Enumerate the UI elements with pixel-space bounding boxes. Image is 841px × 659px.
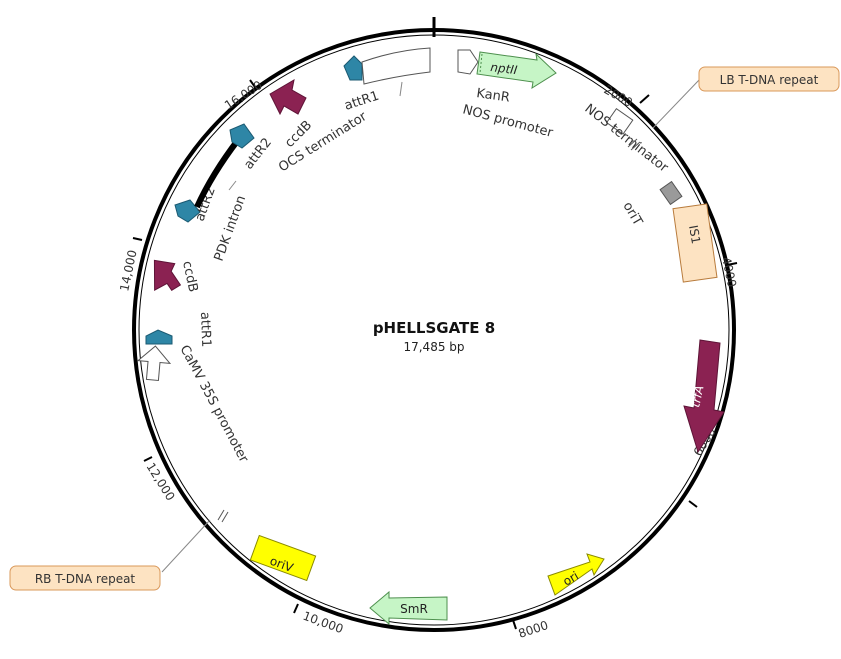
kanR-label: KanR: [475, 86, 510, 106]
tick-12000: [143, 456, 153, 462]
SmR-label: SmR: [400, 602, 428, 616]
tick-14000: [132, 237, 143, 241]
pdk-intron-leader: [228, 180, 237, 191]
ori-label: ori: [561, 569, 582, 589]
lb-callout-label: LB T-DNA repeat: [720, 73, 819, 87]
SmR-arrow: [369, 590, 448, 626]
rb-callout-label: RB T-DNA repeat: [35, 572, 136, 586]
attR2-lower-arrow: [174, 199, 201, 223]
ocs-terminator-box: [361, 47, 431, 85]
ori-arrow: [547, 553, 605, 596]
map-title: pHELLSGATE 8: [373, 319, 495, 337]
rb-callout-box: [9, 565, 161, 591]
tick-4000: [726, 262, 738, 266]
trfA-label: trfA: [688, 384, 706, 409]
ocs-terminator-leader: [399, 81, 403, 97]
tick-label-2000: 2000: [602, 82, 635, 109]
tick-6000: [688, 500, 698, 508]
tick-8000: [512, 619, 517, 630]
tick-label-4000: 4000: [719, 256, 739, 289]
ccdB-top-arrow: [269, 79, 307, 116]
pdk-intron-label: PDK intron: [212, 194, 250, 264]
trfA-arrow: [683, 339, 725, 454]
oriT-box: [659, 180, 683, 206]
tick-10000: [293, 603, 299, 614]
nos-terminator-box: [605, 108, 634, 135]
camv-promoter-label: CaMV 35S promoter: [176, 343, 251, 466]
lb-repeat-marker: [627, 138, 641, 151]
oriT-label: oriT: [620, 200, 645, 229]
rb-callout-line: [161, 519, 211, 573]
pdk-intron-arc: [194, 138, 241, 209]
tick-16000: [249, 79, 256, 88]
lb-callout-line: [652, 78, 701, 129]
rb-repeat-marker: [217, 509, 229, 523]
tick-label-8000: 8000: [517, 618, 550, 641]
ticks: [132, 79, 738, 630]
nptII-dotted-edge: [479, 53, 483, 74]
attR1-lower-label: attR1: [197, 312, 213, 348]
nptII-label: nptII: [490, 60, 519, 77]
lb-callout-box: [698, 66, 840, 92]
tick-2000: [639, 94, 650, 104]
nos-promoter-label: NOS promoter: [461, 102, 555, 141]
ccdB-left-label: ccdB: [179, 260, 200, 294]
attR1-lower-arrow: [145, 329, 173, 345]
IS1-box: [672, 203, 718, 283]
camv-promoter-arrow: [136, 345, 172, 381]
IS1-label: IS1: [686, 224, 703, 245]
ccdB-left-arrow: [153, 259, 182, 291]
map-size-label: 17,485 bp: [403, 340, 464, 354]
nptII-arrow: [476, 51, 557, 90]
tick-label-16000: 16,000: [222, 78, 265, 113]
attR2-upper-arrow: [229, 123, 255, 149]
attR1-top-arrow: [343, 55, 363, 81]
oriV-box: [249, 534, 317, 582]
nos-terminator-label: NOS terminator: [582, 101, 672, 176]
nos-promoter-arrow: [457, 49, 479, 75]
